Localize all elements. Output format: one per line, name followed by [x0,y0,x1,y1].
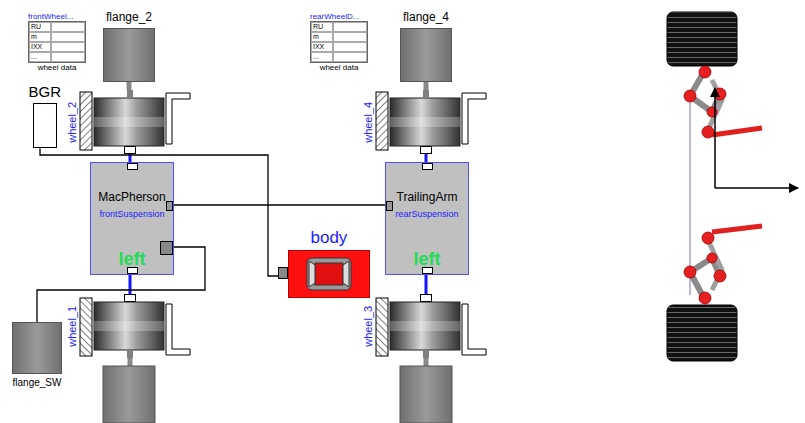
block-square [400,28,452,82]
table-cell [51,22,85,32]
table-cell-text: IXX [31,43,42,50]
table-cell: IXX [29,42,51,52]
connector [40,148,278,276]
suspension-box: TrailingArm rearSuspension left [385,162,469,275]
table-cell: m [29,32,51,42]
table-cell [51,52,85,62]
table-cell: IXX [311,42,333,52]
table-title: rearWheelD... [310,12,359,21]
body-label: body [311,228,348,248]
connector [174,204,385,205]
frame-connector [127,163,138,170]
bgr-block: BGR [29,83,62,148]
wheel-block: wheel_1 [66,294,192,358]
frame-connector [166,201,173,211]
table-cell [333,42,367,52]
wheel-label: wheel_4 [362,101,375,142]
flange-block [400,366,452,423]
suspension-box: MacPherson frontSuspension left [90,162,174,275]
flange-block: flange_SW [12,322,62,389]
component-name: TrailingArm [386,191,468,205]
table-cell-text: m [31,33,37,40]
instance-name: rearSuspension [386,209,468,219]
wheel-icon [362,294,488,358]
wheel-block: wheel_2 [66,90,192,154]
table-caption: wheel data [38,63,77,72]
flange-connector [160,241,173,255]
wheel-label: wheel_2 [66,101,79,142]
table-title: frontWheel... [28,12,73,21]
frame-connector [422,163,433,170]
table-cell: ... [311,52,333,62]
block-label: flange_2 [106,11,152,25]
table-cell: ... [29,52,51,62]
suspension-illustration [667,12,798,361]
table-cell-text: ... [31,53,37,60]
table-grid: RU mIXX... [28,21,86,63]
connector [129,275,132,294]
parameter-table: frontWheel... RU mIXX...wheel data [28,12,86,72]
body-box [288,250,370,298]
table-grid: RU mIXX... [310,21,368,63]
block-square [12,322,62,374]
table-cell [51,42,85,52]
table-cell-text: m [313,33,319,40]
table-caption: wheel data [320,63,359,72]
connector [127,82,132,90]
table-cell-text: RU [313,23,323,30]
wheel-icon [362,90,488,154]
block-label: flange_SW [13,377,62,389]
table-cell: RU [29,22,51,32]
body-block: body [278,228,370,298]
table-cell [333,22,367,32]
wheel-label: wheel_1 [66,305,79,346]
side-label: left [91,249,173,270]
wheel-block: wheel_3 [362,294,488,358]
frame-connector [386,201,393,211]
flange-block: flange_4 [400,11,452,82]
wheel-icon [66,294,192,358]
frame-connector [278,267,288,279]
wheel-label: wheel_3 [362,305,375,346]
flange-block: flange_2 [103,11,155,82]
flange-shaft [130,357,426,367]
table-cell-text: ... [313,53,319,60]
side-label: left [386,249,468,270]
connector [424,82,429,90]
table-cell-text: RU [31,23,41,30]
block-square [103,28,155,82]
wheel-block: wheel_4 [362,90,488,154]
block-square [33,103,57,148]
table-cell [51,32,85,42]
table-cell: m [311,32,333,42]
component-name: MacPherson [91,191,173,205]
parameter-table: rearWheelD... RU mIXX...wheel data [310,12,368,72]
block-label: BGR [29,83,62,100]
car-icon [289,251,371,299]
connector [425,154,428,162]
instance-name: frontSuspension [91,209,173,219]
table-cell: RU [311,22,333,32]
connector [425,275,428,294]
table-cell [333,32,367,42]
wheel-icon [66,90,192,154]
table-cell-text: IXX [313,43,324,50]
block-label: flange_4 [403,11,449,25]
flange-block [103,366,155,423]
table-cell [333,52,367,62]
